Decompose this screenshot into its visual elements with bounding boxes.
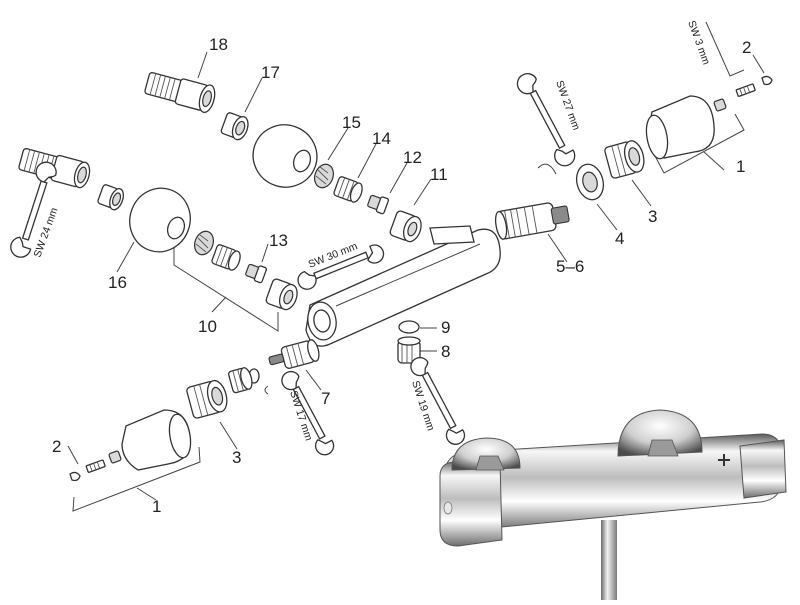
leader-lines (67, 51, 765, 512)
part-1-handle-left (121, 409, 192, 471)
part-8-fitting (397, 336, 421, 364)
part-connector-left (18, 148, 91, 189)
part-4-washer (575, 163, 605, 201)
label-2-left: 2 (52, 437, 61, 456)
wrench-sw19 (410, 356, 466, 445)
label-12: 12 (403, 148, 422, 167)
part-ring-left (97, 184, 124, 211)
label-3-left: 3 (232, 448, 241, 467)
part-3-adapter-left (186, 379, 228, 419)
part-5-6-cartridge (494, 202, 570, 240)
part-screw-left (69, 450, 122, 482)
label-1-right: 1 (736, 157, 745, 176)
label-7: 7 (321, 389, 330, 408)
part-18-connector (144, 72, 216, 113)
label-13: 13 (269, 231, 288, 250)
part-15-filter (313, 163, 335, 189)
part-11-nut (389, 210, 422, 243)
part-14-check-valve (333, 176, 363, 203)
label-5-6: 5–6 (556, 257, 584, 276)
part-17-ring (220, 112, 249, 141)
part-rosette-upper (252, 124, 318, 188)
part-9-o-ring (398, 320, 420, 334)
wrench-sw30 (297, 244, 385, 290)
mixer-body (305, 225, 501, 347)
part-small-clip (264, 385, 269, 395)
part-ring-nut (228, 367, 253, 394)
part-16-rosette (129, 187, 191, 253)
label-18: 18 (209, 35, 228, 54)
part-7-valve (268, 339, 320, 369)
part-screw-right (713, 75, 773, 112)
wrench-sw24 (10, 161, 57, 258)
label-9: 9 (441, 318, 450, 337)
part-nut-lower (265, 278, 298, 311)
part-1-handle-right (645, 95, 715, 160)
part-13-small-valve (245, 263, 268, 284)
label-1-left: 1 (152, 497, 161, 516)
part-clip (537, 163, 557, 175)
part-check-valve-lower (211, 244, 241, 271)
label-17: 17 (261, 63, 280, 82)
label-11: 11 (430, 165, 448, 184)
label-10: 10 (198, 317, 217, 336)
part-3-adapter-right (604, 140, 645, 179)
label-16: 16 (108, 273, 127, 292)
label-sw27: SW 27 mm (553, 79, 582, 132)
part-number-labels: 18 17 15 14 12 11 13 16 10 5–6 4 3 1 2 9… (52, 35, 751, 516)
label-2-right: 2 (742, 38, 751, 57)
part-filter-lower (193, 230, 215, 256)
allen-key-sw3 (705, 21, 745, 77)
part-12-small-valve (367, 194, 390, 215)
label-15: 15 (342, 113, 361, 132)
label-4: 4 (615, 229, 624, 248)
label-14: 14 (372, 129, 391, 148)
product-photo-thermostat (439, 409, 787, 600)
label-3-right: 3 (648, 207, 657, 226)
label-8: 8 (441, 342, 450, 361)
wrench-sw27 (516, 73, 576, 167)
wrench-sw17 (281, 370, 335, 456)
